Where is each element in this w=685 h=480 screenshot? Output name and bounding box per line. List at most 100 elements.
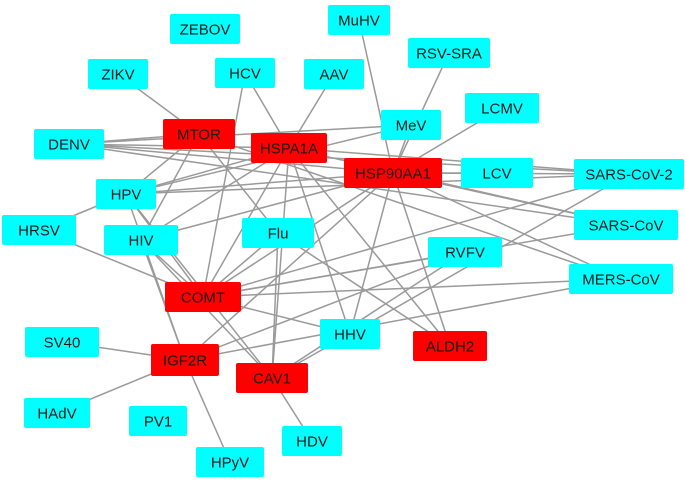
node-label-hdv: HDV (296, 434, 328, 451)
node-hadv[interactable]: HAdV (24, 398, 90, 428)
node-box-lcmv (465, 93, 539, 123)
node-box-sars-cov (574, 210, 678, 240)
node-label-aldh2: ALDH2 (426, 339, 474, 356)
node-zebov[interactable]: ZEBOV (170, 14, 240, 44)
node-hdv[interactable]: HDV (282, 426, 342, 456)
edge-igf2r-rvfv (184, 251, 466, 361)
edge-comt-sars-cov-2 (202, 173, 630, 298)
node-mers-cov[interactable]: MERS-CoV (569, 264, 673, 294)
node-box-muhv (328, 5, 390, 35)
node-box-sv40 (25, 327, 99, 357)
node-comt[interactable]: COMT (165, 282, 241, 312)
node-hrsv[interactable]: HRSV (2, 215, 76, 245)
node-rsv-sra[interactable]: RSV-SRA (408, 38, 490, 68)
edge-hiv-igf2r (140, 239, 186, 361)
node-muhv[interactable]: MuHV (328, 5, 390, 35)
edge-aldh2-hsp90aa1 (392, 172, 451, 347)
node-label-hhv: HHV (334, 327, 366, 344)
edge-mtor-hiv (140, 133, 200, 241)
node-hpyv[interactable]: HPyV (196, 447, 264, 477)
node-aav[interactable]: AAV (304, 59, 364, 89)
node-layer: ZEBOV MuHV RSV-SRA ZIKV HCV AAV LCMV MeV MTOR HSP… (2, 5, 684, 477)
node-label-sars-cov-2: SARS-CoV-2 (585, 167, 673, 184)
node-label-hadv: HAdV (37, 406, 76, 423)
node-box-hadv (24, 398, 90, 428)
edge-hspa1a-hhv (288, 147, 351, 335)
node-box-rvfv (428, 237, 502, 267)
node-mev[interactable]: MeV (381, 110, 441, 140)
node-sv40[interactable]: SV40 (25, 327, 99, 357)
node-cav1[interactable]: CAV1 (236, 363, 308, 393)
node-sars-cov-2[interactable]: SARS-CoV-2 (574, 159, 684, 189)
edge-igf2r-hpyv (184, 359, 231, 463)
node-box-zikv (88, 59, 148, 89)
node-hpv[interactable]: HPV (96, 179, 156, 209)
node-flu[interactable]: Flu (242, 218, 314, 248)
edge-hspa1a-hiv (140, 147, 290, 241)
node-box-hrsv (2, 215, 76, 245)
node-label-hspa1a: HSPA1A (260, 141, 318, 158)
edge-hcv-comt (202, 72, 246, 298)
node-lcv[interactable]: LCV (461, 158, 533, 188)
node-box-cav1 (236, 363, 308, 393)
edge-mev-denv (68, 124, 412, 145)
node-box-denv (34, 129, 104, 159)
node-box-mev (381, 110, 441, 140)
node-box-sars-cov-2 (574, 159, 684, 189)
edge-hsp90aa1-igf2r (184, 172, 394, 361)
node-box-rsv-sra (408, 38, 490, 68)
edge-denv-hsp90aa1 (68, 143, 394, 174)
node-denv[interactable]: DENV (34, 129, 104, 159)
edge-hsp90aa1-hhv (349, 172, 394, 335)
node-label-hpyv: HPyV (211, 455, 249, 472)
node-box-hspa1a (251, 133, 327, 163)
node-label-rsv-sra: RSV-SRA (416, 46, 482, 63)
edge-comt-sars-cov (202, 224, 627, 298)
node-label-sars-cov: SARS-CoV (588, 218, 663, 235)
node-label-denv: DENV (48, 137, 90, 154)
node-hcv[interactable]: HCV (215, 58, 275, 88)
edge-igf2r-mers-cov (184, 278, 622, 361)
node-hiv[interactable]: HIV (104, 225, 178, 255)
edge-hsp90aa1-mers-cov (392, 172, 622, 280)
node-hsp90aa1[interactable]: HSP90AA1 (344, 158, 442, 188)
edge-comt-mers-cov (202, 278, 622, 298)
node-hspa1a[interactable]: HSPA1A (251, 133, 327, 163)
node-box-hsp90aa1 (344, 158, 442, 188)
node-label-muhv: MuHV (338, 13, 380, 30)
node-label-zikv: ZIKV (101, 67, 134, 84)
node-box-hpv (96, 179, 156, 209)
node-label-flu: Flu (268, 226, 289, 243)
node-sars-cov[interactable]: SARS-CoV (574, 210, 678, 240)
node-zikv[interactable]: ZIKV (88, 59, 148, 89)
node-label-hiv: HIV (128, 233, 153, 250)
node-box-pv1 (129, 406, 187, 436)
node-box-hpyv (196, 447, 264, 477)
edge-muhv-hsp90aa1 (358, 19, 394, 174)
node-hhv[interactable]: HHV (320, 319, 380, 349)
node-label-comt: COMT (181, 290, 225, 307)
node-box-igf2r (151, 344, 219, 376)
node-igf2r[interactable]: IGF2R (151, 344, 219, 376)
node-box-hcv (215, 58, 275, 88)
node-aldh2[interactable]: ALDH2 (413, 331, 487, 361)
node-lcmv[interactable]: LCMV (465, 93, 539, 123)
edge-hspa1a-cav1 (271, 147, 290, 379)
node-label-lcv: LCV (482, 166, 511, 183)
node-pv1[interactable]: PV1 (129, 406, 187, 436)
node-box-mers-cov (569, 264, 673, 294)
node-mtor[interactable]: MTOR (163, 119, 235, 149)
node-label-hcv: HCV (229, 66, 261, 83)
node-label-pv1: PV1 (144, 414, 172, 431)
node-rvfv[interactable]: RVFV (428, 237, 502, 267)
edge-cav1-rvfv (271, 251, 466, 379)
edge-hspa1a-sars-cov-2 (288, 147, 630, 175)
node-label-igf2r: IGF2R (163, 353, 207, 370)
node-box-hhv (320, 319, 380, 349)
node-box-flu (242, 218, 314, 248)
node-box-aav (304, 59, 364, 89)
node-label-hpv: HPV (111, 187, 142, 204)
node-box-lcv (461, 158, 533, 188)
node-box-aldh2 (413, 331, 487, 361)
